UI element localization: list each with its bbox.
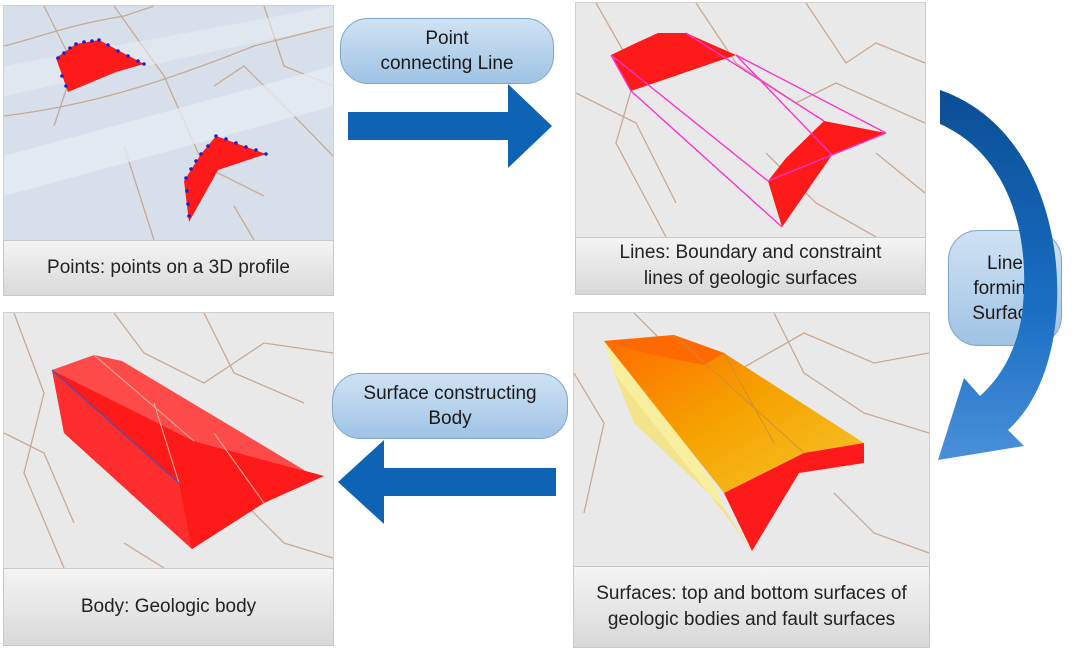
line-to-surface-curved-arrow [938,90,1058,460]
lines-view [576,3,925,237]
surface-top [604,335,864,493]
background-contours [4,313,333,568]
background-contours [576,3,925,237]
lines-panel [575,2,926,238]
surfaces-view [574,313,929,554]
geologic-body-side [52,370,192,549]
lines-caption: Lines: Boundary and constraint lines of … [575,237,926,295]
point-to-line-arrow [348,84,552,168]
surfaces-caption: Surfaces: top and bottom surfaces of geo… [573,566,930,648]
surface-edges [673,334,805,454]
body-caption: Body: Geologic body [3,568,334,646]
constraint-lines [610,32,887,228]
surface-bottom [614,373,752,551]
points-view [4,6,333,240]
points-caption: Points: points on a 3D profile [3,240,334,296]
fault-surface-upper [604,335,724,365]
points-panel [3,5,334,241]
lower-profile-surface [768,121,886,227]
surfaces-panel [573,312,930,567]
point-to-line-label: Point connecting Line [340,18,554,84]
surface-to-body-label: Surface constructing Body [332,373,568,439]
surface-to-body-arrow [338,440,556,524]
upper-profile-surface [611,33,736,91]
geologic-body-front [52,370,324,549]
body-edges [93,354,265,504]
lower-point-cluster [184,136,266,222]
body-panel [3,312,334,569]
profile-points [56,38,268,218]
body-view [4,313,333,568]
body-base-line [51,369,180,484]
upper-point-cluster [56,40,144,92]
fault-surface-front [724,443,864,551]
profile-bands [4,6,333,196]
surface-side-wall [604,341,724,513]
geologic-body-top [52,355,324,476]
